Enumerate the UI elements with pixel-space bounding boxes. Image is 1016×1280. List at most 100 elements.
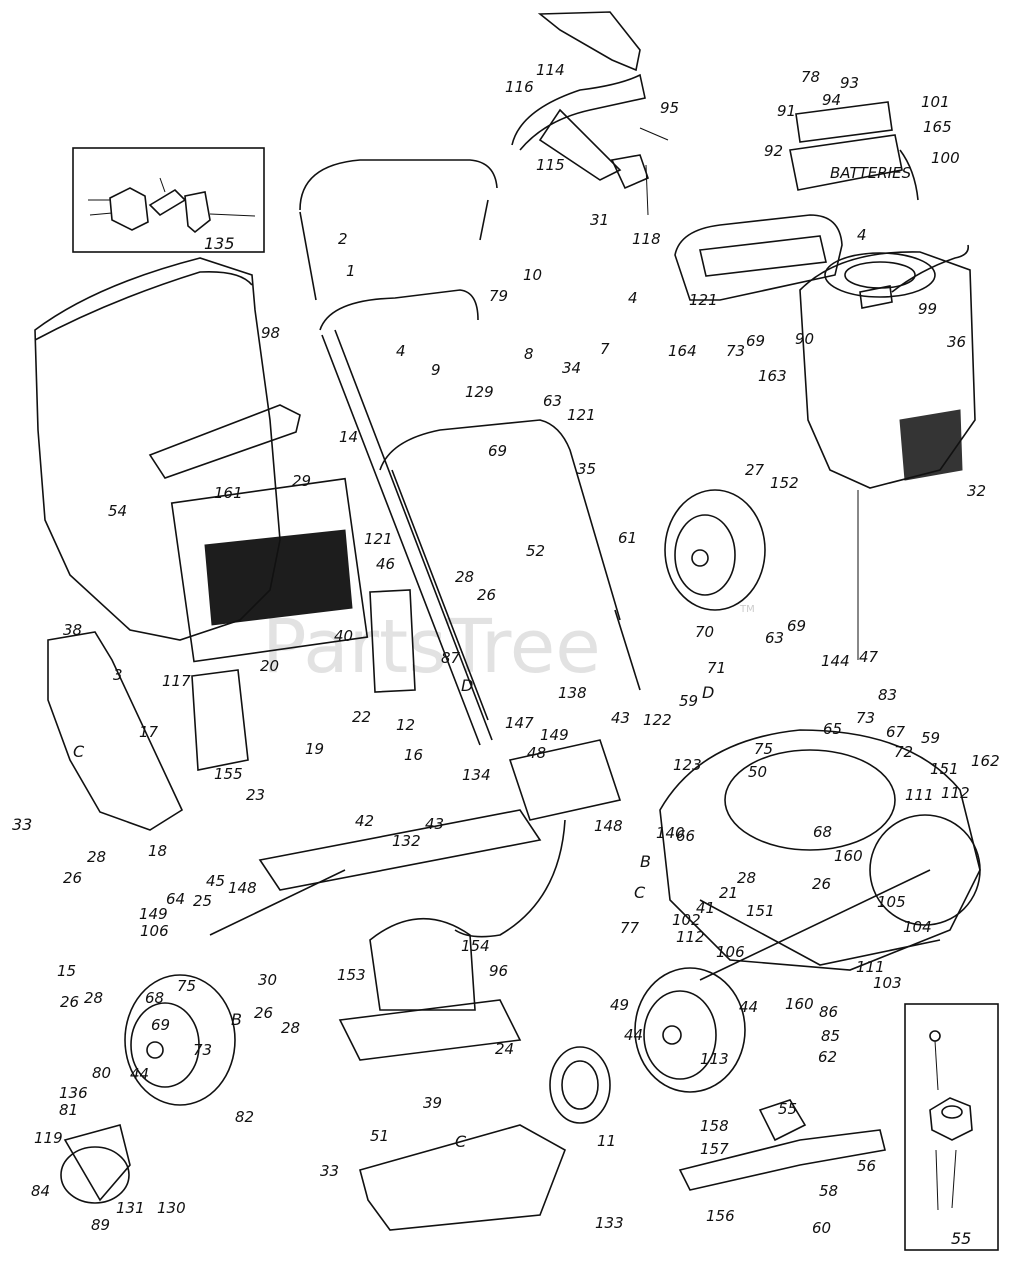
callout: 69	[151, 1016, 170, 1034]
callout: 33	[12, 815, 32, 834]
callout: 148	[228, 879, 257, 897]
callout: 102	[672, 911, 701, 929]
callout: 81	[59, 1101, 78, 1119]
callout: 11	[597, 1132, 616, 1150]
callout: 164	[668, 342, 697, 360]
callout: C	[634, 883, 646, 902]
callout: D	[461, 676, 473, 695]
callout: 18	[148, 842, 167, 860]
callout: 152	[770, 474, 799, 492]
callout: 147	[505, 714, 534, 732]
callout: 69	[488, 442, 507, 460]
callout: 28	[737, 869, 756, 887]
callout: 73	[856, 709, 875, 727]
callout: 94	[822, 91, 841, 109]
inset-box-135: 135	[72, 147, 265, 253]
callout: 91	[777, 102, 796, 120]
callout: 44	[624, 1026, 643, 1044]
callout: 89	[91, 1216, 110, 1234]
callout-labels: 114 116 95 115 31 118 78 93 94 91 101 16…	[12, 61, 1000, 1237]
callout: 104	[903, 918, 932, 936]
callout: 112	[676, 928, 705, 946]
callout: 79	[489, 287, 508, 305]
callout: 40	[334, 627, 353, 645]
callout: 8	[524, 345, 534, 363]
callout: 157	[700, 1140, 729, 1158]
trim-39	[338, 999, 522, 1061]
callout: 20	[260, 657, 279, 675]
callout: 50	[748, 763, 767, 781]
callout: 41	[696, 899, 715, 917]
callout: 121	[567, 406, 596, 424]
callout: 95	[660, 99, 679, 117]
callout: 132	[392, 832, 421, 850]
callout: 119	[34, 1129, 63, 1147]
callout: 1	[346, 262, 356, 280]
callout: 43	[425, 815, 444, 833]
callout: 73	[726, 342, 745, 360]
callout: 111	[905, 786, 934, 804]
callout: 116	[505, 78, 534, 96]
wheel-113	[634, 967, 746, 1093]
callout: 14	[339, 428, 358, 446]
callout: 12	[396, 716, 415, 734]
callout: 54	[108, 502, 127, 520]
callout: 26	[477, 586, 496, 604]
callout: 92	[764, 142, 783, 160]
callout: 26	[254, 1004, 273, 1022]
callout: 162	[971, 752, 1000, 770]
callout: 68	[813, 823, 832, 841]
callout: 105	[877, 893, 906, 911]
callout: 26	[63, 869, 82, 887]
callout: 100	[931, 149, 960, 167]
callout: 9	[431, 361, 441, 379]
callout: 118	[632, 230, 661, 248]
callout: 38	[63, 621, 82, 639]
callout: 24	[495, 1040, 514, 1058]
callout: 113	[700, 1050, 729, 1068]
callout: 148	[594, 817, 623, 835]
callout: 55	[778, 1100, 797, 1118]
callout: 131	[116, 1199, 145, 1217]
engine	[799, 251, 976, 660]
callout: 96	[489, 962, 508, 980]
transmission	[508, 739, 622, 821]
callout: 156	[706, 1207, 735, 1225]
callout: C	[455, 1132, 467, 1151]
callout: 75	[177, 977, 196, 995]
axle-front	[699, 869, 931, 981]
trademark-mark: TM	[739, 604, 755, 615]
callout: 15	[57, 962, 76, 980]
callout: 39	[423, 1094, 442, 1112]
callout: 43	[611, 709, 630, 727]
callout: B	[640, 852, 651, 871]
callout: 72	[894, 743, 913, 761]
callout: 51	[370, 1127, 389, 1145]
callout: 59	[679, 692, 698, 710]
callout: 17	[139, 723, 159, 741]
callout: 73	[193, 1041, 212, 1059]
callout: 28	[281, 1019, 300, 1037]
callout: 47	[859, 648, 879, 666]
callout: 61	[618, 529, 637, 547]
callout: 23	[246, 786, 265, 804]
callout: 78	[801, 68, 820, 86]
callout: 28	[455, 568, 474, 586]
callout: 65	[823, 720, 842, 738]
callout: 25	[193, 892, 212, 910]
callout: 165	[923, 118, 952, 136]
callout: 31	[590, 211, 609, 229]
callout: 64	[166, 890, 185, 908]
callout: 2	[338, 230, 348, 248]
inset-135-label: 135	[204, 234, 235, 253]
callout: 151	[930, 760, 959, 778]
callout: 10	[523, 266, 542, 284]
callout: 149	[540, 726, 569, 744]
battery-label: BATTERIES	[830, 164, 912, 182]
mower-deck	[659, 729, 981, 971]
callout: 33	[320, 1162, 339, 1180]
callout: 22	[352, 708, 371, 726]
callout: 136	[59, 1084, 88, 1102]
